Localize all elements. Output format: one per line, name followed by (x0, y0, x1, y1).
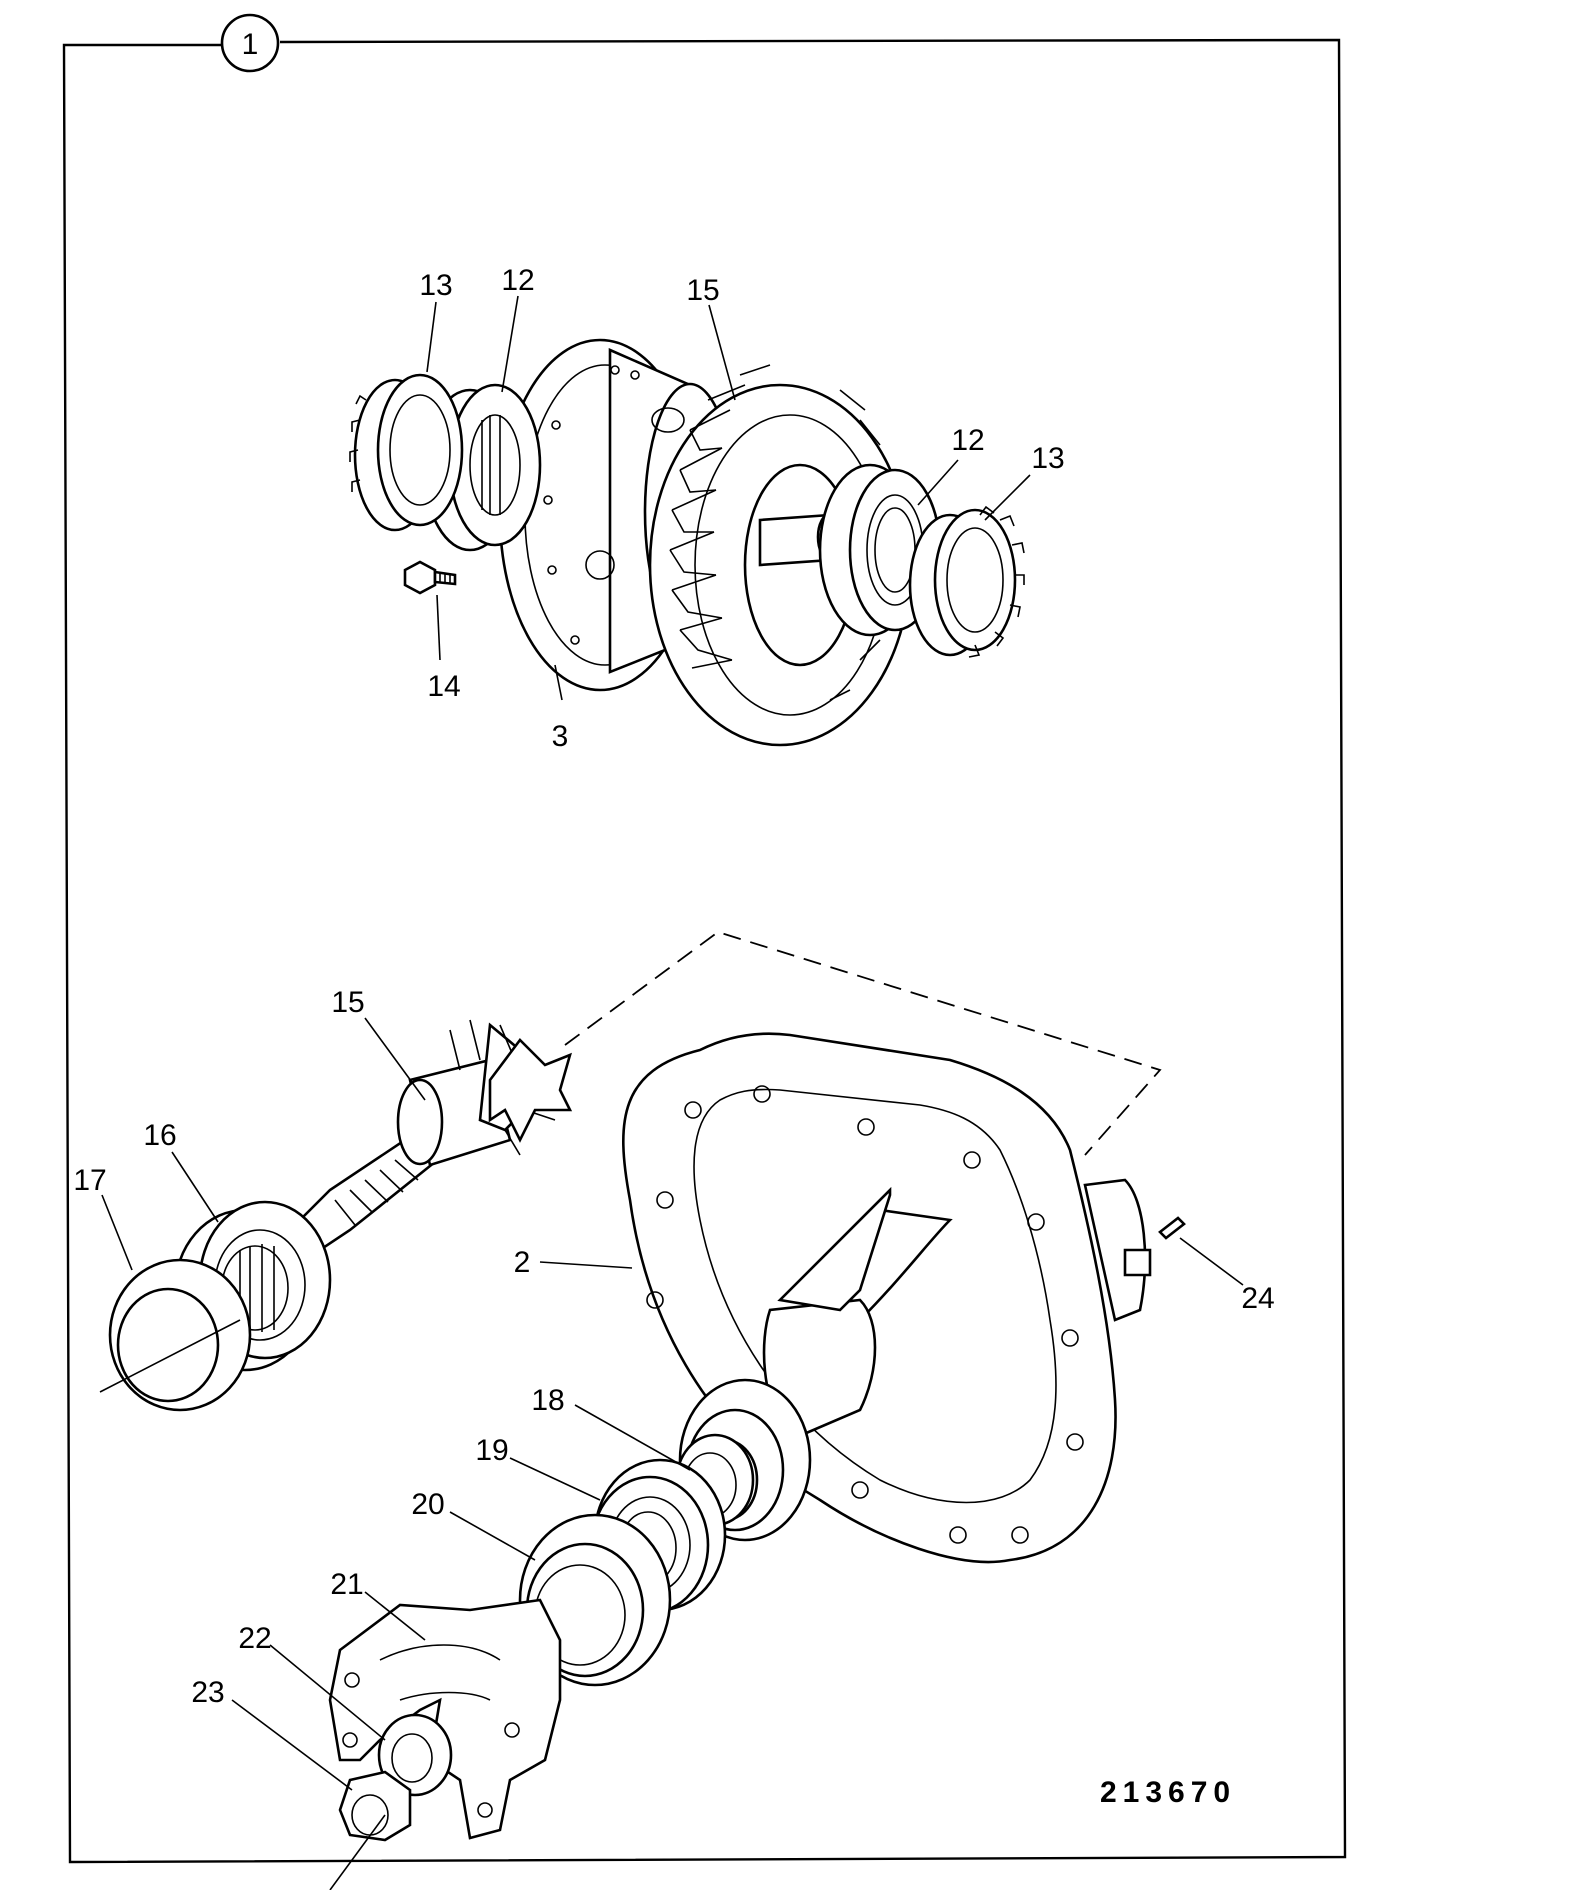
callout-14: 14 (427, 670, 460, 703)
drawing-frame: 1 (62, 13, 1347, 1864)
callout-13: 13 (419, 269, 452, 302)
drive-pinion (298, 1019, 573, 1252)
callout-23: 23 (191, 1676, 224, 1709)
left-adjusting-nut (349, 373, 464, 532)
figure-number: 1 (242, 28, 259, 61)
callout-22: 22 (238, 1622, 271, 1655)
callout-2: 2 (514, 1246, 531, 1279)
right-adjusting-nut (908, 505, 1025, 658)
callout-20: 20 (411, 1488, 444, 1521)
pinion-housing-assembly: 15 16 17 2 24 18 19 20 21 22 23 (73, 931, 1275, 1890)
breather (1158, 1216, 1186, 1240)
callout-3: 3 (552, 720, 569, 753)
callout-21: 21 (330, 1568, 363, 1601)
bolt (403, 560, 457, 595)
callout-15: 15 (331, 986, 364, 1019)
callout-12: 12 (501, 264, 534, 297)
pinion-shim (108, 1258, 252, 1412)
callout-12: 12 (951, 424, 984, 457)
differential-assembly: 13 12 15 12 13 14 3 (349, 264, 1065, 753)
axle-housing (622, 1032, 1152, 1564)
drive-yoke (328, 1598, 562, 1840)
callout-17: 17 (73, 1164, 106, 1197)
flange-washer (377, 1713, 453, 1797)
callout-24: 24 (1241, 1282, 1274, 1315)
figure-number-circle (220, 13, 280, 73)
callout-13: 13 (1031, 442, 1064, 475)
callout-19: 19 (475, 1434, 508, 1467)
drawing-number: 213670 (1100, 1776, 1236, 1809)
callout-18: 18 (531, 1384, 564, 1417)
callout-16: 16 (143, 1119, 176, 1152)
callout-15: 15 (686, 274, 719, 307)
right-bearing (818, 463, 942, 637)
